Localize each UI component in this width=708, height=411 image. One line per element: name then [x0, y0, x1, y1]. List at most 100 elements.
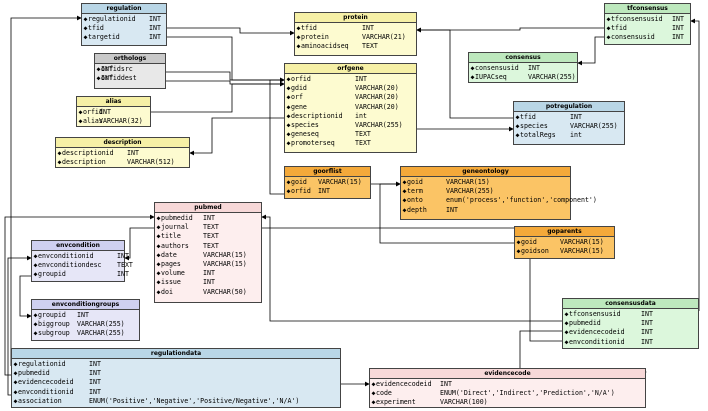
column-marker-icon: ◆: [156, 269, 161, 278]
rel-orthologs-src-orfgene: [166, 71, 285, 83]
column-type: int: [355, 111, 367, 120]
column-type: enum('process','function','component'): [446, 196, 597, 205]
column-name: protein: [301, 33, 329, 42]
column-name: tfid: [88, 24, 104, 33]
column-name: gdid: [291, 84, 307, 93]
column-marker-icon: ◆: [156, 232, 161, 241]
column-marker-icon: ◆: [57, 158, 62, 167]
column-name: orfidsrc: [101, 65, 133, 73]
column-type: VARCHAR(15): [560, 247, 604, 256]
table-title: protein: [295, 13, 416, 23]
column-marker-icon: ◆: [516, 238, 521, 246]
column-marker-icon: ◆: [156, 214, 161, 222]
column-marker-icon: ◆: [515, 122, 520, 131]
column-name: authors: [161, 241, 189, 250]
table-title: orfgene: [285, 64, 416, 74]
table-title: orthologs: [95, 54, 165, 64]
column-type: VARCHAR(255): [77, 320, 125, 329]
table-title: goparents: [515, 227, 614, 237]
column-marker-icon: ◆: [286, 120, 291, 129]
column-name: volume: [161, 269, 185, 278]
table-title: pubmed: [155, 203, 261, 213]
rel-goorflist-orfgene: [269, 77, 285, 195]
column-name: goidson: [521, 247, 549, 256]
table-title: consensus: [469, 53, 577, 63]
column-marker-icon: ◆: [78, 108, 83, 116]
rel-alias-orfgene: [151, 81, 285, 113]
table-title: evidencecode: [370, 369, 645, 379]
column-type: INT: [89, 387, 101, 396]
table-title: consensusdata: [563, 299, 698, 309]
column-type: INT: [355, 75, 367, 83]
rel-regulation-tfid-protein: [167, 27, 295, 36]
table-title: envcondition: [32, 241, 124, 251]
column-marker-icon: ◆: [156, 250, 161, 259]
column-type: INT: [101, 74, 113, 83]
column-name: species: [520, 122, 548, 131]
column-name: issue: [161, 278, 181, 287]
column-marker-icon: ◆: [83, 24, 88, 33]
column-type: INT: [127, 149, 139, 157]
column-marker-icon: ◆: [156, 287, 161, 296]
column-name: tfid: [520, 113, 536, 121]
column-marker-icon: ◆: [564, 328, 569, 337]
column-type: INT: [77, 311, 89, 319]
column-type: VARCHAR(50): [203, 287, 247, 296]
column-marker-icon: ◆: [296, 33, 301, 42]
column-type: INT: [89, 360, 101, 368]
column-name: description: [62, 158, 106, 167]
column-name: orfiddest: [101, 74, 137, 83]
column-marker-icon: ◆: [83, 33, 88, 42]
column-name: orf: [291, 93, 303, 102]
column-name: pubmedid: [161, 214, 193, 222]
column-type: VARCHAR(20): [355, 102, 399, 111]
column-type: VARCHAR(32): [99, 117, 143, 126]
column-name: alias: [83, 117, 103, 126]
column-name: envconditionid: [18, 387, 74, 396]
column-type: INT: [570, 113, 582, 121]
table-title: geneontology: [401, 167, 570, 177]
column-marker-icon: ◆: [371, 398, 376, 407]
column-name: onto: [407, 196, 423, 205]
column-type: INT: [362, 24, 374, 32]
column-marker-icon: ◆: [286, 84, 291, 93]
column-marker-icon: ◆: [564, 310, 569, 318]
column-marker-icon: ◆: [515, 113, 520, 121]
column-marker-icon: ◆: [470, 73, 475, 82]
column-name: association: [18, 396, 62, 405]
column-marker-icon: ◆: [286, 93, 291, 102]
